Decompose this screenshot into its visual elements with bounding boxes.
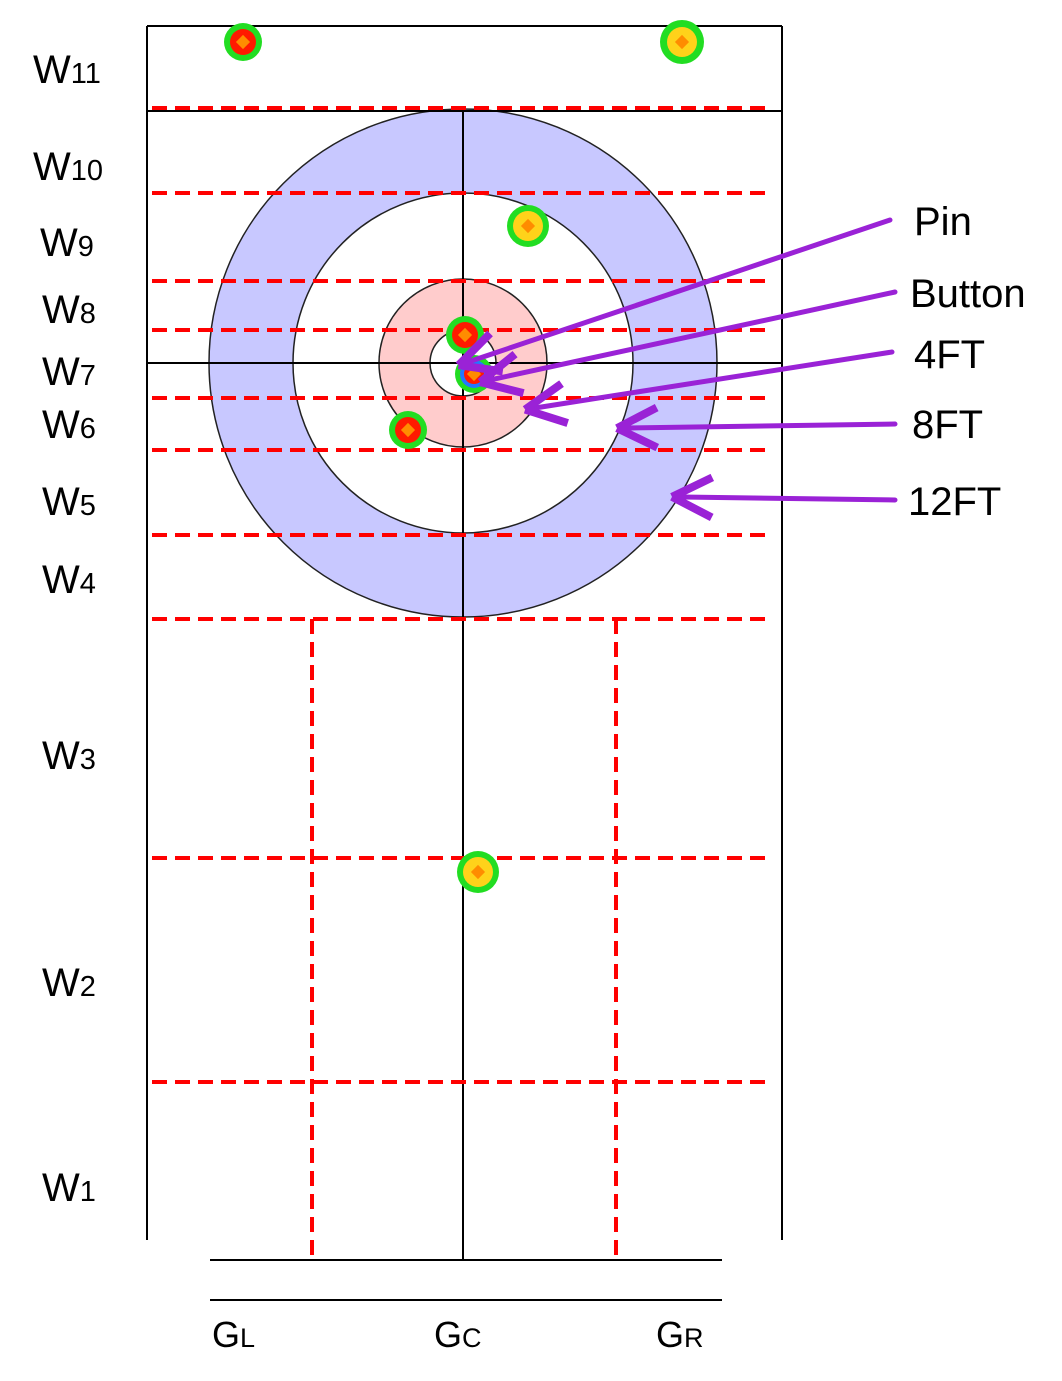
column-label-gl: GL xyxy=(212,1314,255,1355)
callout-label-12ft: 12FT xyxy=(908,480,1001,524)
callout-label-8ft: 8FT xyxy=(912,403,983,447)
stones xyxy=(224,20,704,893)
column-label-gc: GC xyxy=(434,1314,482,1355)
zone-dividers xyxy=(152,106,770,1260)
stone-yellow xyxy=(507,205,549,247)
4ft-arrow xyxy=(522,349,895,427)
column-labels: GL GC GR xyxy=(212,1314,704,1355)
stone-red xyxy=(389,411,427,449)
8ft-arrow xyxy=(615,404,898,452)
column-label-gr: GR xyxy=(656,1314,704,1355)
button-arrow xyxy=(477,289,898,398)
row-label-w4: W4 xyxy=(42,558,96,602)
row-label-w2: W2 xyxy=(42,961,96,1005)
row-label-w3: W3 xyxy=(42,734,96,778)
callout-label-4ft: 4FT xyxy=(914,333,985,377)
row-label-w1: W1 xyxy=(42,1166,96,1210)
row-label-w5: W5 xyxy=(42,480,96,524)
stone-yellow xyxy=(660,20,704,64)
stone-yellow xyxy=(457,851,499,893)
pin-arrow xyxy=(455,217,893,376)
row-label-w7: W7 xyxy=(42,350,96,394)
row-label-w10: W10 xyxy=(33,145,103,189)
row-label-w11: W11 xyxy=(33,48,101,92)
callout-label-button: Button xyxy=(910,272,1026,316)
callout-labels: Pin Button 4FT 8FT 12FT xyxy=(908,200,1026,524)
row-label-w8: W8 xyxy=(42,288,96,332)
stone-red xyxy=(224,23,262,61)
callout-arrows xyxy=(455,217,898,521)
stone-red xyxy=(446,316,484,354)
row-labels: W11 W10 W9 W8 W7 W6 W5 W4 W3 W2 W1 xyxy=(33,48,103,1210)
12ft-arrow xyxy=(670,473,898,521)
row-label-w6: W6 xyxy=(42,403,96,447)
row-label-w9: W9 xyxy=(40,221,94,265)
callout-label-pin: Pin xyxy=(914,200,972,244)
